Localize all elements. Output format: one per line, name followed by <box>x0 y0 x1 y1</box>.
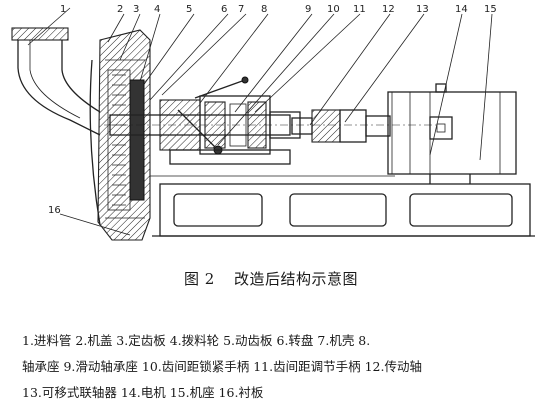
legend-line: 1.进料管 2.机盖 3.定齿板 4.拨料轮 5.动齿板 6.转盘 7.机壳 8… <box>22 333 371 348</box>
callout-13: 13 <box>416 4 429 15</box>
callout-8: 8 <box>261 4 267 15</box>
callout-16: 16 <box>48 205 61 216</box>
parts-legend: 1.进料管 2.机盖 3.定齿板 4.拨料轮 5.动齿板 6.转盘 7.机壳 8… <box>22 328 522 406</box>
callout-1: 1 <box>60 4 66 15</box>
callout-7: 7 <box>238 4 244 15</box>
shaft-assembly <box>104 76 440 165</box>
legend-line: 13.可移式联轴器 14.电机 15.机座 16.衬板 <box>22 385 264 400</box>
figure-title: 改造后结构示意图 <box>234 270 359 288</box>
figure-caption: 图 2 改造后结构示意图 <box>0 268 542 289</box>
figure-number: 图 2 <box>183 270 215 288</box>
machine-base <box>150 175 535 237</box>
callout-11: 11 <box>353 4 366 15</box>
callout-14: 14 <box>455 4 468 15</box>
callout-10: 10 <box>327 4 340 15</box>
feed-pipe <box>11 27 101 136</box>
callout-15: 15 <box>484 4 497 15</box>
callout-4: 4 <box>154 4 160 15</box>
callout-5: 5 <box>186 4 192 15</box>
callout-2: 2 <box>117 4 123 15</box>
machine-structure-diagram: 1 2 3 4 5 6 7 8 9 10 11 12 13 14 15 16 <box>11 4 535 241</box>
callout-numbers: 1 2 3 4 5 6 7 8 9 10 11 12 13 14 15 16 <box>48 4 497 216</box>
coupling <box>291 109 391 143</box>
motor <box>387 83 517 184</box>
callout-9: 9 <box>305 4 311 15</box>
callout-12: 12 <box>382 4 395 15</box>
legend-line: 轴承座 9.滑动轴承座 10.齿间距锁紧手柄 11.齿间距调节手柄 12.传动轴 <box>22 359 422 374</box>
callout-3: 3 <box>133 4 139 15</box>
callout-6: 6 <box>221 4 227 15</box>
